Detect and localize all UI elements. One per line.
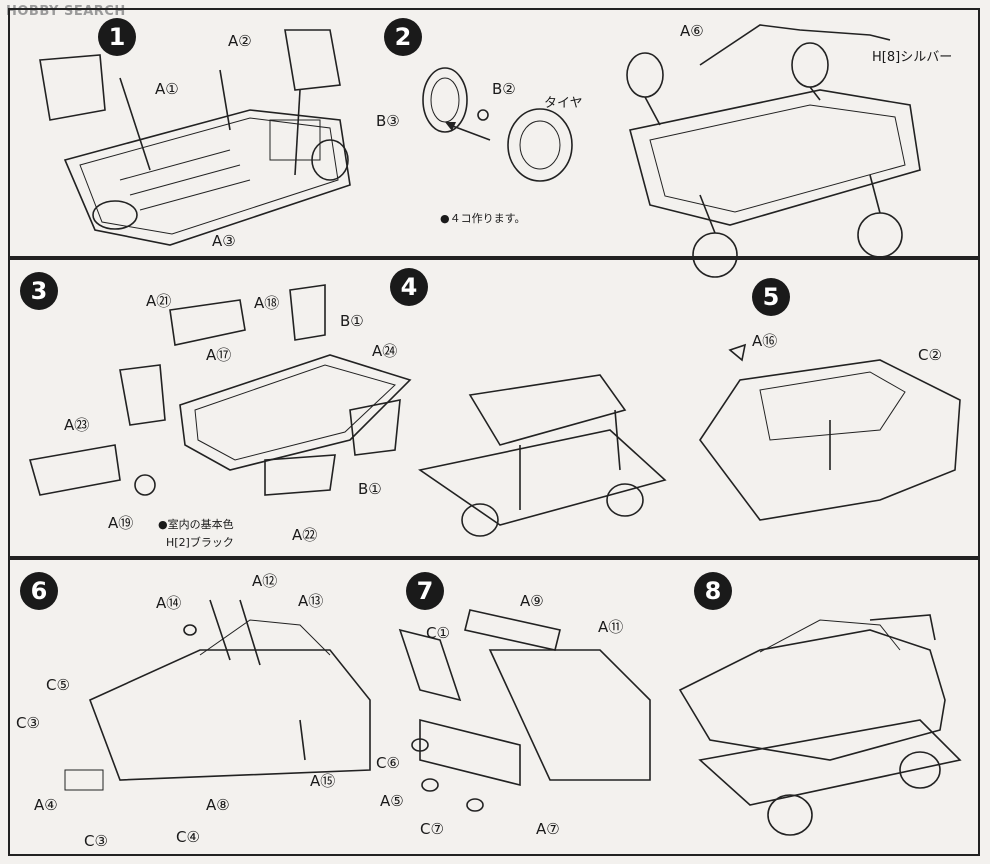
step-2-number: 2 [384, 18, 422, 56]
step2-chassis-wheels-drawing [626, 24, 921, 278]
step7-label-a7: A⑦ [536, 820, 560, 838]
step-8-number: 8 [694, 572, 732, 610]
step-1-number: 1 [98, 18, 136, 56]
step5-label-a16: A⑯ [752, 332, 778, 350]
step2-note: ●４コ作ります。 [440, 212, 526, 225]
step6-front-drawing [64, 599, 371, 791]
step7-label-a5: A⑤ [380, 792, 404, 810]
step-6-number: 6 [20, 572, 58, 610]
panel-row2 [8, 258, 980, 558]
step6-label-c3-bottom: C③ [84, 832, 108, 850]
step7-label-c7: C⑦ [420, 820, 444, 838]
step-5-number: 5 [752, 278, 790, 316]
step3-label-a22: A㉒ [292, 526, 318, 544]
step7-rear-drawing [398, 609, 651, 812]
step3-label-b1-bottom: B① [358, 480, 382, 498]
step-7-number: 7 [406, 572, 444, 610]
step6-label-c5: C⑤ [46, 676, 70, 694]
step3-label-a23: A㉓ [64, 416, 90, 434]
step3-label-a24: A㉔ [372, 342, 398, 360]
step1-label-a3: A③ [212, 232, 236, 250]
step3-label-a19: A⑲ [108, 514, 134, 532]
watermark: HOBBY SEARCH [6, 4, 126, 19]
step8-car-drawing [678, 614, 962, 836]
step5-body-drawing [699, 343, 961, 521]
step2-label-b2: B② [492, 80, 516, 98]
step6-label-a4: A④ [34, 796, 58, 814]
step2-label-a6: A⑥ [680, 22, 704, 40]
step3-label-a18: A⑱ [254, 294, 280, 312]
step7-label-c6: C⑥ [376, 754, 400, 772]
step6-label-c4: C④ [176, 828, 200, 846]
step3-interior-drawing [28, 284, 412, 496]
step6-label-a15: A⑮ [310, 772, 336, 790]
step1-chassis-drawing [39, 29, 351, 246]
step3-label-a17: A⑰ [206, 346, 232, 364]
panel-row3 [8, 558, 980, 856]
step4-assembly-drawing [418, 374, 667, 537]
step7-label-a9: A⑨ [520, 592, 544, 610]
step6-label-a8: A⑧ [206, 796, 230, 814]
step2-label-b3: B③ [376, 112, 400, 130]
step2-label-h8-silver: H[8]シルバー [872, 50, 953, 65]
step1-label-a1: A① [155, 80, 179, 98]
step-3-number: 3 [20, 272, 58, 310]
step3-label-b1-top: B① [340, 312, 364, 330]
step6-label-a13: A⑬ [298, 592, 324, 610]
step6-label-a14: A⑭ [156, 594, 182, 612]
step5-label-c2: C② [918, 346, 942, 364]
step2-label-tire: タイヤ [544, 96, 583, 111]
panel-row1 [8, 8, 980, 258]
step3-note-2: H[2]ブラック [166, 536, 234, 549]
step6-label-c3-top: C③ [16, 714, 40, 732]
step1-label-a2: A② [228, 32, 252, 50]
step7-label-a11: A⑪ [598, 618, 624, 636]
step3-label-a21: A㉑ [146, 292, 172, 310]
step3-note-1: ●室内の基本色 [158, 518, 234, 531]
step-4-number: 4 [390, 268, 428, 306]
step6-label-a12: A⑫ [252, 572, 278, 590]
step7-label-c1: C① [426, 624, 450, 642]
step2-wheel-drawing [422, 67, 573, 182]
